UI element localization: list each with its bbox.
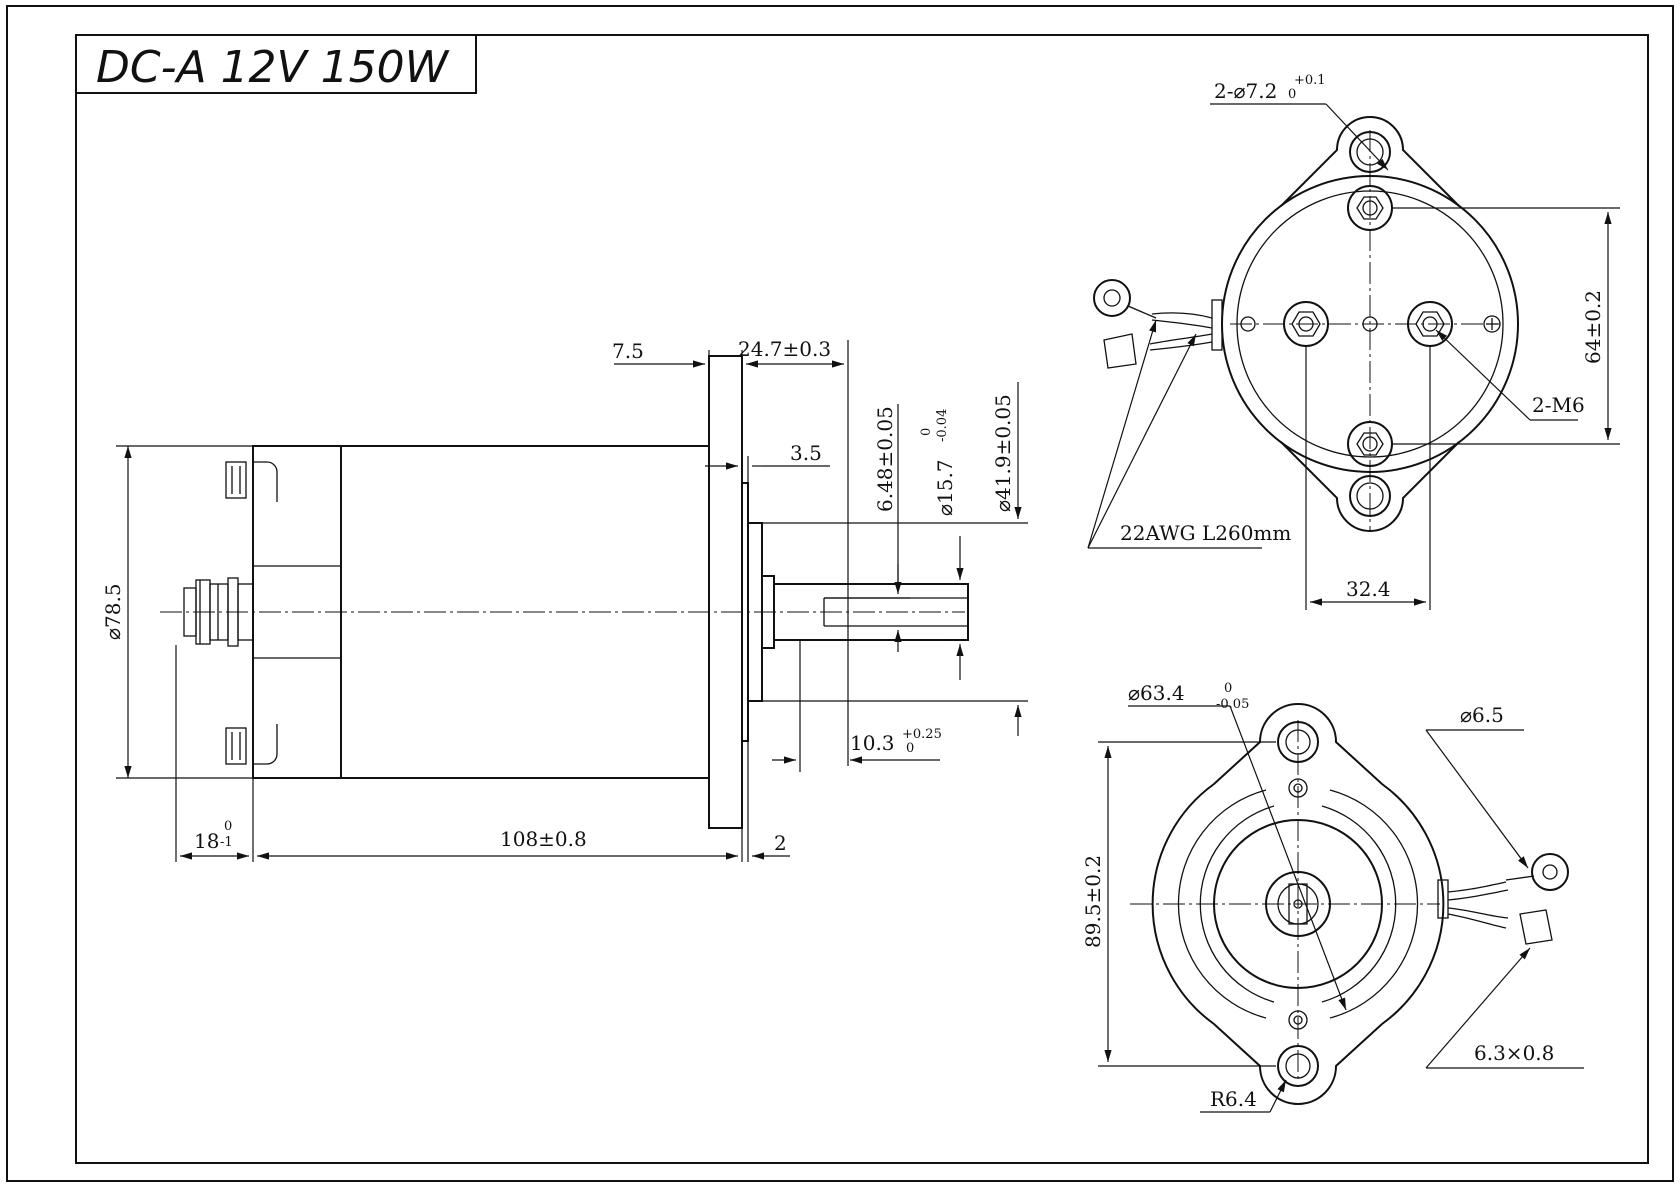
front-shaft-boss: [1265, 871, 1331, 937]
dim-holes-upper: +0.1: [1294, 73, 1326, 88]
dim-103-lower: 0: [906, 741, 914, 756]
dim-157-upper: 0: [919, 428, 934, 436]
front-hole-bottom: [1277, 1045, 1319, 1087]
rear-ear-bottom: [1280, 441, 1460, 532]
dim-634: ⌀63.4: [1128, 681, 1185, 705]
dim-634-lower: -0.05: [1216, 697, 1249, 712]
dim-103: 10.3: [850, 731, 895, 755]
dim-157: ⌀15.7: [933, 459, 957, 516]
dim-634-upper: 0: [1224, 681, 1232, 696]
rear-ear-top: [1280, 116, 1460, 207]
side-view: ⌀78.5 7.5 24.7±0.3 3.5 6.48±0.05 ⌀15.7 0…: [101, 337, 1028, 862]
dim-157-lower: -0.04: [935, 409, 950, 442]
dim-holes-lower: 0: [1288, 87, 1296, 102]
cap-screw-bottom: [225, 724, 278, 765]
outer-frame: [6, 5, 1674, 1182]
dim-m6: 2-M6: [1532, 393, 1585, 417]
dim-64: 64±0.2: [1581, 290, 1605, 364]
dim-103-upper: +0.25: [902, 727, 942, 742]
dim-18: 18: [194, 829, 219, 853]
rear-view: 2-⌀7.2 +0.1 0 2-M6 64±0.2 22AWG L260mm 3…: [1087, 73, 1620, 610]
dim-18-lower: -1: [220, 835, 233, 850]
rear-hole-top: [1349, 131, 1391, 173]
dim-75: 7.5: [612, 339, 644, 363]
dim-247: 24.7±0.3: [738, 337, 831, 361]
rear-spade-lug: [1103, 333, 1137, 369]
title-box: [75, 34, 477, 94]
dim-324: 32.4: [1346, 577, 1391, 601]
drawing-title: DC-A 12V 150W: [96, 42, 450, 93]
rear-ring-lug: [1093, 279, 1131, 317]
inner-frame: [75, 34, 1649, 1164]
dim-648: 6.48±0.05: [873, 406, 897, 512]
terminal-stud: [183, 577, 254, 647]
mounting-flange: [708, 355, 743, 829]
dim-wire: 22AWG L260mm: [1120, 521, 1291, 545]
output-shaft: [773, 583, 969, 641]
dim-r64: R6.4: [1210, 1087, 1257, 1111]
dim-65: ⌀6.5: [1460, 703, 1504, 727]
front-ring-lug: [1531, 853, 1569, 891]
dim-2: 2: [774, 831, 787, 855]
rear-hole-bottom: [1349, 475, 1391, 517]
dim-35: 3.5: [790, 441, 822, 465]
dim-tab: 6.3×0.8: [1474, 1041, 1554, 1065]
dim-895: 89.5±0.2: [1081, 855, 1105, 948]
front-pilot: [1213, 819, 1383, 989]
dim-785: ⌀78.5: [101, 583, 125, 640]
front-flange-outline: [1151, 703, 1445, 1105]
dim-holes: 2-⌀7.2: [1214, 79, 1277, 103]
front-view: ⌀63.4 0 -0.05 ⌀6.5 89.5±0.2 6.3×0.8 R6.4: [1081, 681, 1584, 1113]
dim-108: 108±0.8: [500, 827, 587, 851]
dim-18-upper: 0: [224, 819, 232, 834]
dim-419: ⌀41.9±0.05: [991, 394, 1015, 512]
front-hole-top: [1277, 721, 1319, 763]
front-spade-lug: [1519, 909, 1553, 945]
cap-screw-top: [225, 461, 278, 502]
plus-marker: [1483, 315, 1501, 333]
